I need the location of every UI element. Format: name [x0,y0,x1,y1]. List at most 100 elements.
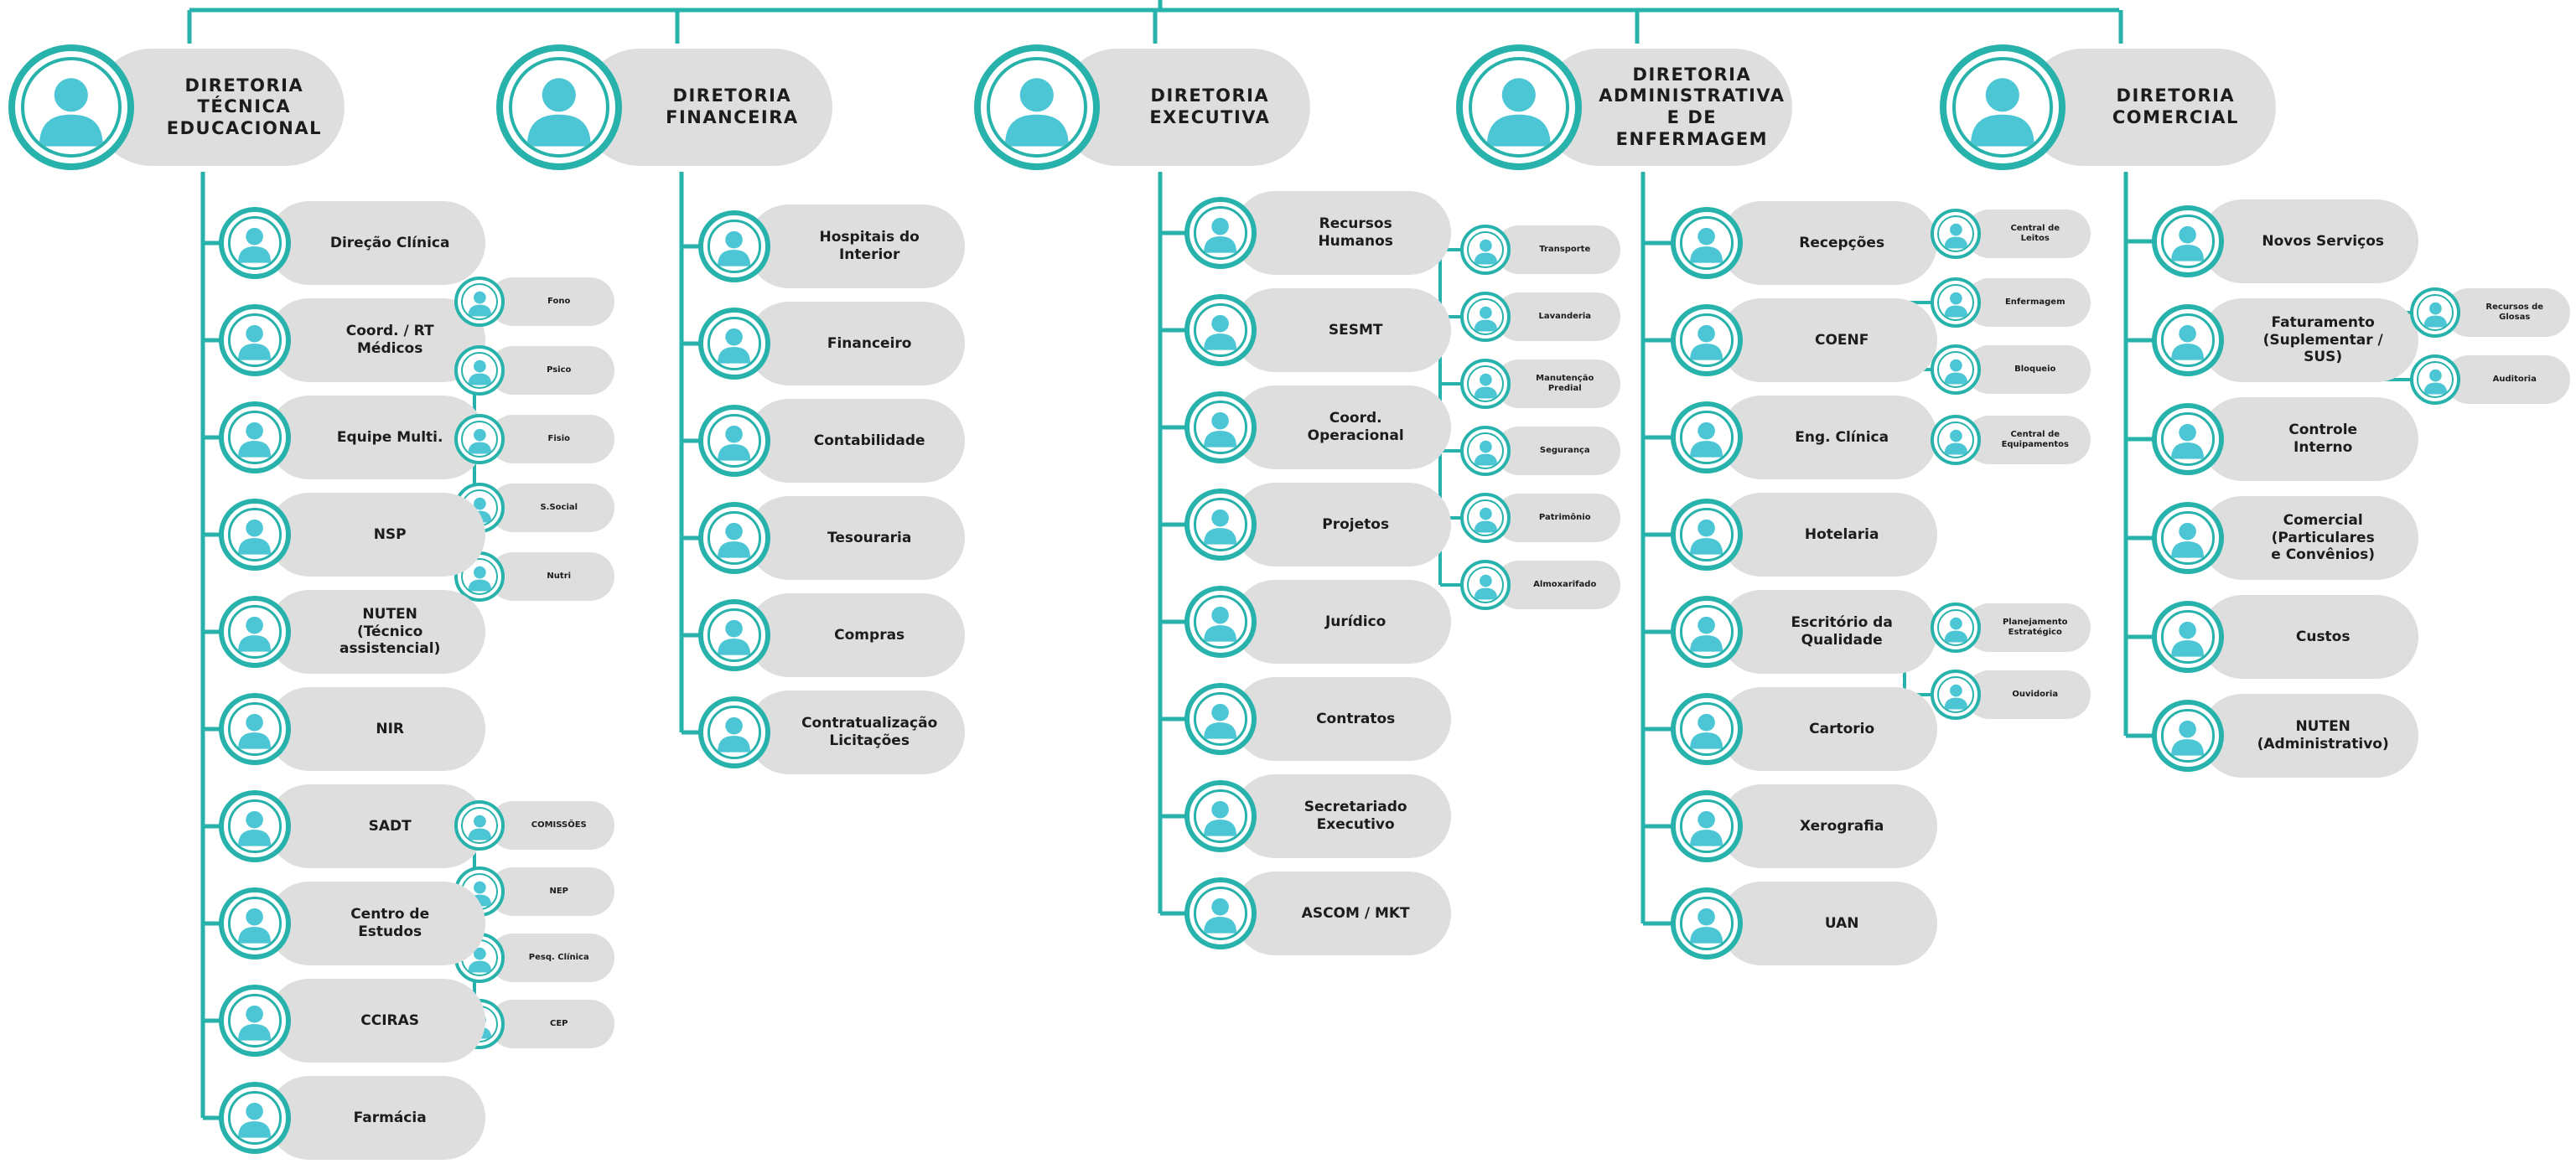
avatar [1184,489,1257,561]
leaf-d4-1-0-label: Enfermagem [1964,278,2091,327]
person-icon [718,231,751,267]
avatar [1671,304,1743,376]
avatar [454,277,505,327]
unit-d5-2-label: Controle Interno [2200,397,2419,481]
leaf-d1-6-2-label: Pesq. Clínica [488,934,614,982]
leaf-d3-2-5-label: Almoxarifado [1494,561,1620,609]
person-icon [1204,315,1237,351]
person-icon [468,947,491,973]
directorate-d3-label: DIRETORIA EXECUTIVA [1059,49,1311,166]
person-icon [238,811,272,847]
avatar [1184,391,1257,463]
leaf-d1-2-1-label: Psico [488,346,614,395]
person-icon [1690,811,1723,847]
person-icon [1474,306,1497,332]
person-icon [1690,228,1723,264]
avatar [1931,415,1981,465]
leaf-d4-0-0-label: Central de Leitos [1964,209,2091,258]
person-icon [1487,78,1551,147]
avatar [219,401,291,473]
avatar [1671,887,1743,960]
unit-d3-3-label: Projetos [1233,483,1452,566]
leaf-d1-2-2-label: Fisio [488,415,614,463]
person-icon [1474,440,1497,466]
person-icon [2171,721,2205,757]
unit-d2-0-label: Hospitais do Interior [747,204,966,288]
person-icon [1204,704,1237,740]
leaf-d4-2-0-label: Central de Equipamentos [1964,416,2091,464]
person-icon [2423,302,2447,328]
unit-d2-2-label: Contabilidade [747,399,966,483]
avatar [2152,700,2224,772]
person-icon [1690,908,1723,944]
avatar [1460,359,1511,409]
unit-d3-6-label: Secretariado Executivo [1233,774,1452,858]
unit-d1-2-label: Equipe Multi. [267,396,486,479]
person-icon [2171,424,2205,460]
unit-d4-6-label: Xerografia [1719,784,1938,868]
avatar [1671,693,1743,765]
person-icon [1690,422,1723,458]
unit-d1-0-label: Direção Clínica [267,201,486,285]
person-icon [39,78,103,147]
person-icon [2171,226,2205,262]
person-icon [1690,617,1723,653]
avatar [219,596,291,668]
avatar [698,308,770,380]
unit-d4-1-label: COENF [1719,298,1938,382]
person-icon [238,1006,272,1042]
person-icon [1690,520,1723,556]
unit-d1-3-label: NSP [267,493,486,577]
unit-d3-2-label: Coord. Operacional [1233,385,1452,469]
person-icon [238,714,272,750]
avatar [219,1082,291,1154]
avatar [1931,603,1981,653]
leaf-d1-6-0-label: COMISSÕES [488,801,614,850]
avatar [219,790,291,862]
unit-d4-0-label: Recepções [1719,201,1938,285]
person-icon [238,1103,272,1139]
person-icon [718,620,751,656]
unit-d1-6-label: SADT [267,784,486,868]
avatar [454,551,505,602]
avatar [2152,205,2224,277]
unit-d3-5-label: Contratos [1233,677,1452,761]
person-icon [468,428,491,454]
person-icon [1971,78,2034,147]
person-icon [238,422,272,458]
person-icon [2423,369,2447,395]
leaf-d1-2-3-label: S.Social [488,484,614,532]
unit-d4-7-label: UAN [1719,882,1938,965]
avatar [2152,403,2224,475]
person-icon [2171,325,2205,361]
avatar [1671,790,1743,862]
avatar [1184,197,1257,269]
person-icon [1204,509,1237,546]
avatar [1456,44,1582,170]
person-icon [468,359,491,385]
person-icon [718,717,751,753]
unit-d2-3-label: Tesouraria [747,496,966,580]
avatar [1460,225,1511,275]
avatar [1460,493,1511,543]
avatar [1184,780,1257,852]
person-icon [1944,684,1967,710]
avatar [219,207,291,279]
avatar [2152,304,2224,376]
person-icon [238,325,272,361]
avatar [8,44,134,170]
unit-d1-7-label: Centro de Estudos [267,882,486,965]
person-icon [468,815,491,841]
person-icon [1944,617,1967,643]
person-icon [1204,898,1237,934]
unit-d4-3-label: Hotelaria [1719,493,1938,577]
person-icon [238,228,272,264]
person-icon [2171,523,2205,559]
person-icon [527,78,591,147]
leaf-d3-2-1-label: Lavanderia [1494,292,1620,341]
directorate-d2-label: DIRETORIA FINANCEIRA [581,49,833,166]
person-icon [1204,412,1237,448]
unit-d3-4-label: Jurídico [1233,580,1452,664]
person-icon [2171,622,2205,658]
person-icon [1944,292,1967,318]
